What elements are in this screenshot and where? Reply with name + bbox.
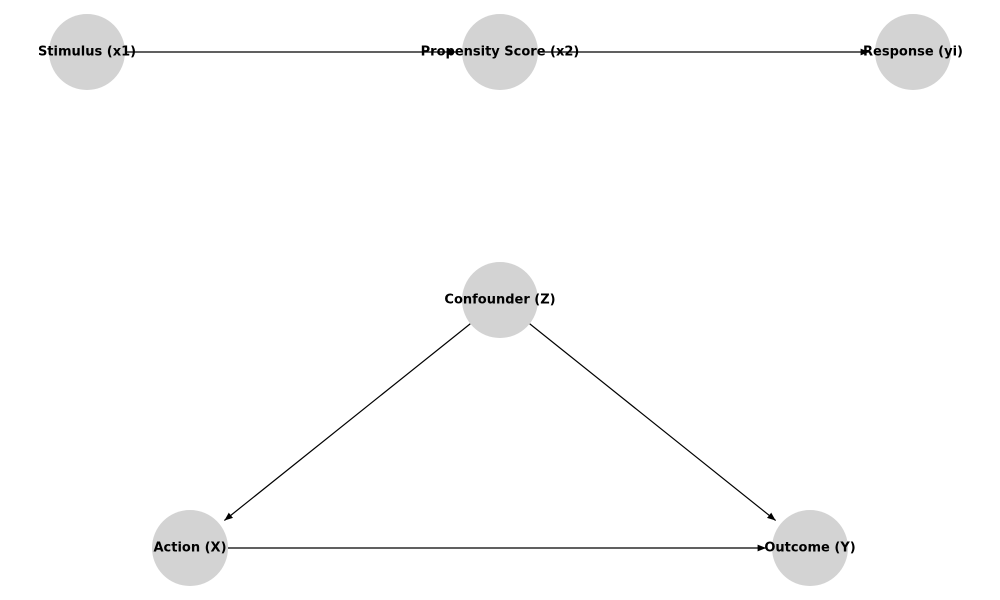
- node-stimulus-x1: Stimulus (x1): [38, 14, 136, 90]
- node-circle: [152, 510, 228, 586]
- node-circle: [462, 14, 538, 90]
- node-circle: [772, 510, 848, 586]
- node-label: Action (X): [153, 541, 226, 556]
- node-label: Confounder (Z): [444, 293, 555, 308]
- edge-z-to-x: [223, 323, 471, 521]
- edges-layer: [125, 48, 869, 552]
- node-label: Propensity Score (x2): [421, 45, 580, 60]
- node-circle: [49, 14, 125, 90]
- edge-z-to-y: [529, 323, 777, 521]
- node-outcome-y: Outcome (Y): [764, 510, 856, 586]
- node-label: Stimulus (x1): [38, 45, 136, 60]
- node-label: Response (yi): [863, 45, 963, 60]
- node-action-x: Action (X): [152, 510, 228, 586]
- node-response-yi: Response (yi): [863, 14, 963, 90]
- node-confounder-z: Confounder (Z): [444, 262, 556, 338]
- node-label: Outcome (Y): [764, 541, 855, 556]
- node-circle: [875, 14, 951, 90]
- node-circle: [462, 262, 538, 338]
- nodes-layer: Stimulus (x1) Propensity Score (x2) Resp…: [38, 14, 963, 586]
- node-propensity-score-x2: Propensity Score (x2): [421, 14, 580, 90]
